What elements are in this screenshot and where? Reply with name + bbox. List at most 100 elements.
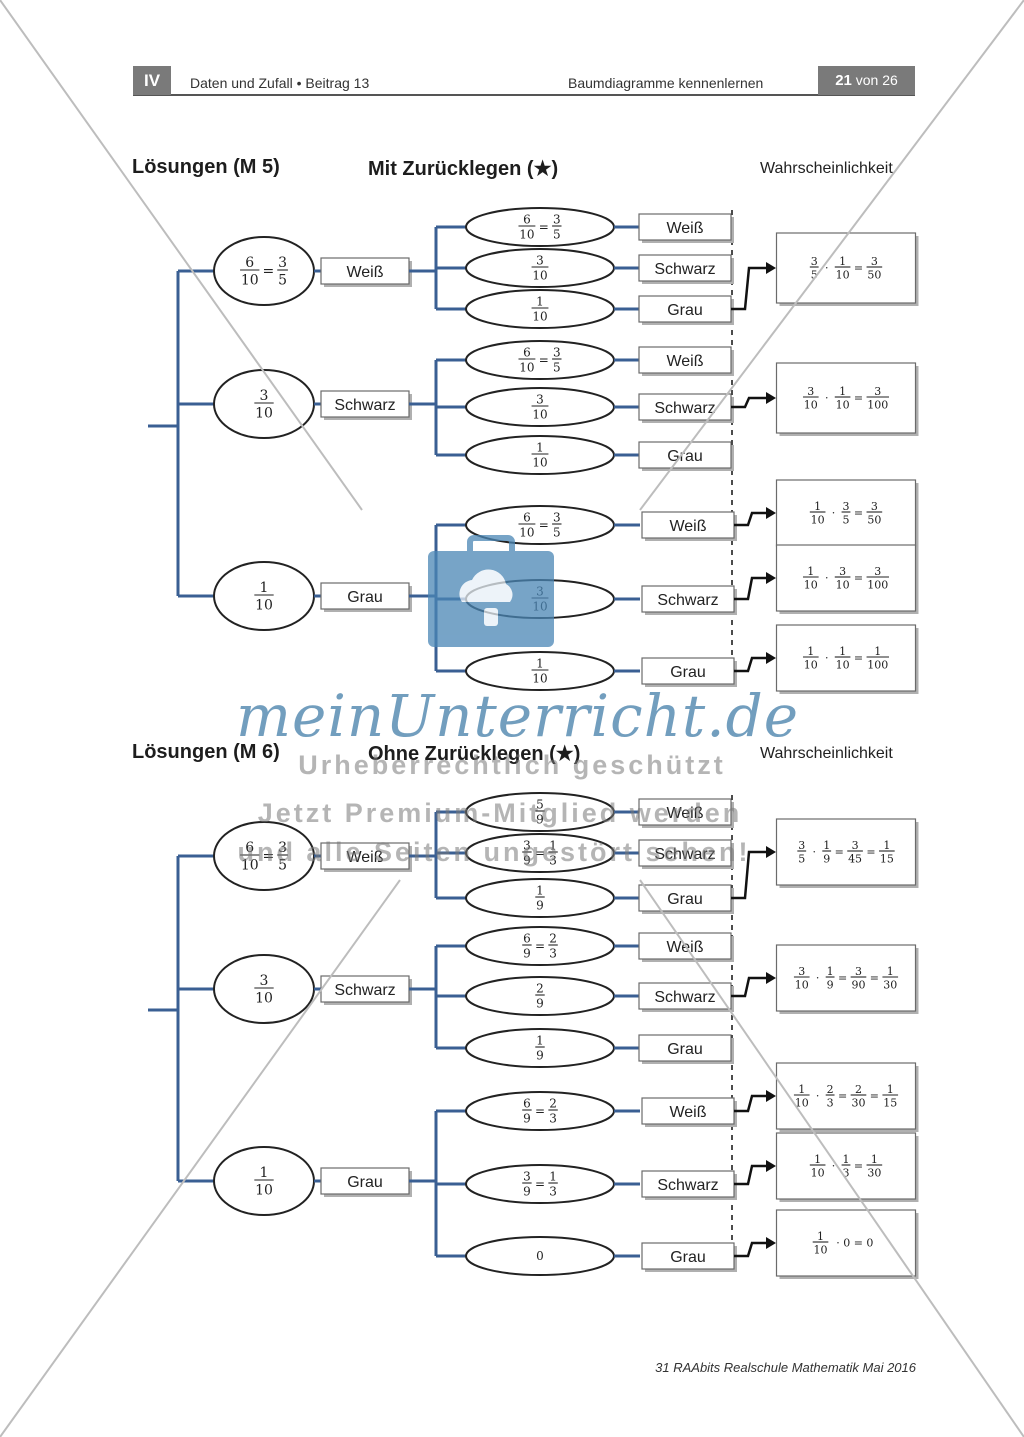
box-label: Weiß	[346, 264, 383, 281]
box-label: Grau	[670, 664, 706, 681]
fraction-denominator: 5	[278, 857, 287, 873]
box-label: Schwarz	[654, 261, 715, 278]
operator: =	[854, 1160, 863, 1173]
box-label: Schwarz	[334, 397, 395, 414]
fraction-numerator: 3	[852, 839, 859, 852]
fraction-numerator: 3	[278, 840, 287, 856]
arrow-head	[766, 1160, 776, 1172]
fraction-denominator: 30	[867, 1166, 881, 1179]
fraction-numerator: 1	[814, 500, 821, 513]
first-level-label-0: Weiß	[320, 842, 412, 872]
result-box-1: 310·19=390=130	[775, 944, 919, 1014]
first-level-probability-1: 310	[213, 369, 315, 439]
arrow-line	[731, 396, 768, 409]
result-arrow-4	[734, 1237, 776, 1258]
fraction-numerator: 1	[536, 884, 544, 898]
result-box-0: 35·110=350	[775, 232, 919, 306]
arrow-line	[734, 1094, 768, 1113]
fraction-numerator: 1	[823, 839, 830, 852]
arrow-line	[734, 1241, 768, 1258]
header-rule	[133, 94, 915, 96]
result-arrow-0	[731, 846, 776, 900]
fraction-numerator: 2	[827, 1083, 834, 1096]
fraction-numerator: 1	[536, 657, 544, 671]
second-level-probability-0-2: 19	[465, 878, 615, 918]
second-level-label-0-2: Grau	[638, 884, 734, 914]
probability-expression: 19	[535, 1034, 545, 1062]
first-level-probability-2: 110	[213, 1146, 315, 1216]
first-level-label-1: Schwarz	[320, 975, 412, 1005]
fraction-numerator: 3	[843, 500, 850, 513]
fraction-numerator: 1	[827, 965, 834, 978]
fraction-numerator: 3	[278, 255, 287, 271]
fraction-denominator: 10	[836, 658, 850, 671]
result-expression: 110·13=130	[809, 1153, 883, 1179]
fraction-numerator: 3	[536, 393, 544, 407]
fraction-numerator: 3	[798, 839, 805, 852]
fraction-numerator: 2	[855, 1083, 862, 1096]
fraction-denominator: 3	[549, 853, 557, 867]
arrow-line	[731, 976, 768, 998]
operator: =	[535, 939, 545, 953]
probability-expression: 110	[531, 441, 549, 469]
fraction-numerator: 1	[839, 645, 846, 658]
box-label: Weiß	[666, 220, 703, 237]
operator: ·	[825, 652, 829, 665]
first-level-probability-0: 610=35	[213, 236, 315, 306]
second-level-probability-1-0: 69=23	[465, 926, 615, 966]
fraction-numerator: 3	[839, 565, 846, 578]
arrow-head	[766, 1237, 776, 1249]
first-level-probability-1: 310	[213, 954, 315, 1024]
fraction-numerator: 3	[855, 965, 862, 978]
fraction-denominator: 15	[883, 1096, 897, 1109]
fraction-denominator: 100	[867, 658, 888, 671]
box-label: Grau	[667, 302, 703, 319]
operator: =	[535, 1104, 545, 1118]
probability-expression: 610=35	[518, 346, 562, 374]
fraction-numerator: 3	[536, 585, 544, 599]
first-level-label-2: Grau	[320, 582, 412, 612]
operator: ·	[816, 972, 820, 985]
second-level-label-2-1: Schwarz	[641, 1170, 737, 1200]
first-level-label-1: Schwarz	[320, 390, 412, 420]
section-2-probability-label: Wahrscheinlichkeit	[760, 745, 893, 762]
fraction-denominator: 15	[880, 852, 894, 865]
fraction-numerator: 1	[536, 1034, 544, 1048]
result-arrow-2	[734, 1090, 776, 1113]
box-label: Schwarz	[657, 592, 718, 609]
operator: =	[870, 972, 879, 985]
operator: =	[539, 220, 549, 234]
probability-expression: 110	[254, 580, 274, 613]
first-level-label-0: Weiß	[320, 257, 412, 287]
second-level-label-1-0: Weiß	[638, 932, 734, 962]
fraction-numerator: 1	[871, 1153, 878, 1166]
fraction-denominator: 10	[519, 227, 534, 241]
fraction-denominator: 5	[553, 227, 561, 241]
box-label: Grau	[667, 1041, 703, 1058]
fraction-numerator: 5	[536, 798, 544, 812]
fraction-numerator: 6	[523, 1097, 531, 1111]
probability-expression: 610=35	[518, 213, 562, 241]
operator: ·	[825, 262, 829, 275]
fraction-denominator: 10	[519, 360, 534, 374]
fraction-numerator: 1	[549, 839, 557, 853]
arrow-head	[766, 846, 776, 858]
result-box-2: 110·23=230=115	[775, 1062, 919, 1132]
fraction-numerator: 6	[245, 840, 254, 856]
box-label: Weiß	[346, 849, 383, 866]
fraction-denominator: 9	[536, 996, 544, 1010]
arrow-head	[766, 262, 776, 274]
fraction-denominator: 10	[532, 268, 547, 282]
probability-expression: 610=35	[518, 511, 562, 539]
fraction-denominator: 10	[255, 597, 273, 613]
fraction-denominator: 10	[836, 578, 850, 591]
box-label: Grau	[667, 448, 703, 465]
box-frame	[775, 624, 917, 692]
fraction-numerator: 1	[887, 1083, 894, 1096]
probability-expression: 39=13	[522, 839, 558, 867]
second-level-label-1-0: Weiß	[638, 346, 734, 376]
